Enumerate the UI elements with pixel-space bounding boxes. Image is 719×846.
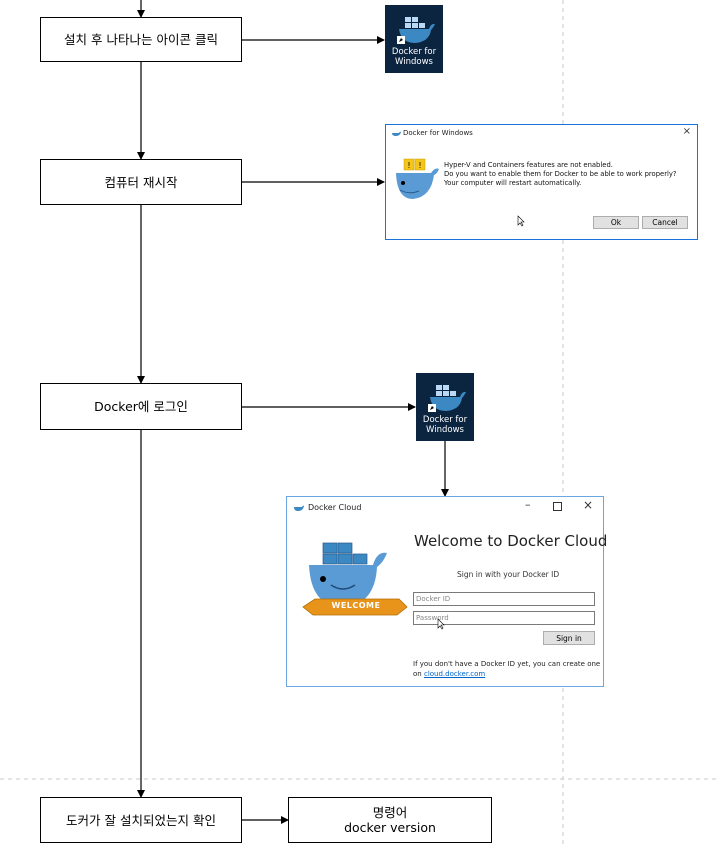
step-install-click: 설치 후 나타나는 아이콘 클릭 [40,17,242,62]
sign-in-prompt: Sign in with your Docker ID [457,570,560,579]
docker-icon-label-line2: Windows [395,57,433,67]
docker-for-windows-icon[interactable]: Docker for Windows [385,5,443,73]
svg-text:!: ! [407,161,410,170]
step-label: 컴퓨터 재시작 [104,174,178,190]
docker-icon-label-line1: Docker for [422,415,468,425]
dialog-message-line2: Do you want to enable them for Docker to… [444,170,677,178]
command-text: docker version [344,820,436,835]
docker-for-windows-icon[interactable]: Docker for Windows [416,373,474,441]
cloud-signup-link[interactable]: cloud.docker.com [423,670,486,678]
docker-welcome-whale-icon [302,542,408,616]
close-icon[interactable]: × [682,126,691,137]
cloud-footer-on: on [413,670,422,678]
command-box: 명령어 docker version [288,797,492,843]
dialog-message-line1: Hyper-V and Containers features are not … [444,161,613,169]
docker-icon-label: Docker for Windows [385,47,443,67]
close-icon[interactable]: × [583,498,594,512]
warning-shield-icon: ! ! [396,158,439,199]
minimize-icon[interactable]: – [525,498,531,511]
dialog-title: Docker for Windows [403,129,473,137]
step-verify: 도커가 잘 설치되었는지 확인 [40,797,242,843]
docker-whale-icon [392,131,401,136]
command-label: 명령어 [372,805,408,820]
docker-icon-label-line1: Docker for [391,47,437,57]
mouse-cursor-icon [517,215,525,227]
mouse-cursor-icon [437,618,445,630]
svg-text:!: ! [418,161,421,170]
docker-whale-icon [294,505,304,511]
ok-button[interactable]: Ok [593,216,639,229]
step-label: 설치 후 나타나는 아이콘 클릭 [64,32,218,47]
docker-icon-label: Docker for Windows [416,415,474,435]
cloud-footer-line2: on cloud.docker.com [413,669,600,679]
cloud-footer: If you don't have a Docker ID yet, you c… [413,659,600,679]
welcome-banner: WELCOME [331,601,381,610]
docker-whale-icon [428,385,466,412]
step-restart: 컴퓨터 재시작 [40,159,242,205]
hyperv-dialog: Docker for Windows × ! ! Hyper-V and Con… [385,124,698,240]
docker-cloud-window: Docker Cloud – × WELCOME Welcome to Dock… [286,496,608,687]
maximize-icon[interactable] [553,502,562,511]
step-login: Docker에 로그인 [40,383,242,430]
step-label: Docker에 로그인 [94,399,188,414]
cancel-button[interactable]: Cancel [642,216,688,229]
step-label: 도커가 잘 설치되었는지 확인 [66,812,216,828]
password-field[interactable]: Password [413,611,595,625]
welcome-heading: Welcome to Docker Cloud [414,532,608,550]
docker-icon-label-line2: Windows [426,425,464,435]
docker-whale-icon [397,17,435,44]
dialog-message: Hyper-V and Containers features are not … [444,161,677,188]
dialog-message-line3: Your computer will restart automatically… [444,179,582,187]
cloud-footer-line1: If you don't have a Docker ID yet, you c… [413,660,601,668]
docker-id-field[interactable]: Docker ID [413,592,595,606]
cloud-window-title: Docker Cloud [308,503,362,512]
sign-in-button[interactable]: Sign in [543,631,595,645]
